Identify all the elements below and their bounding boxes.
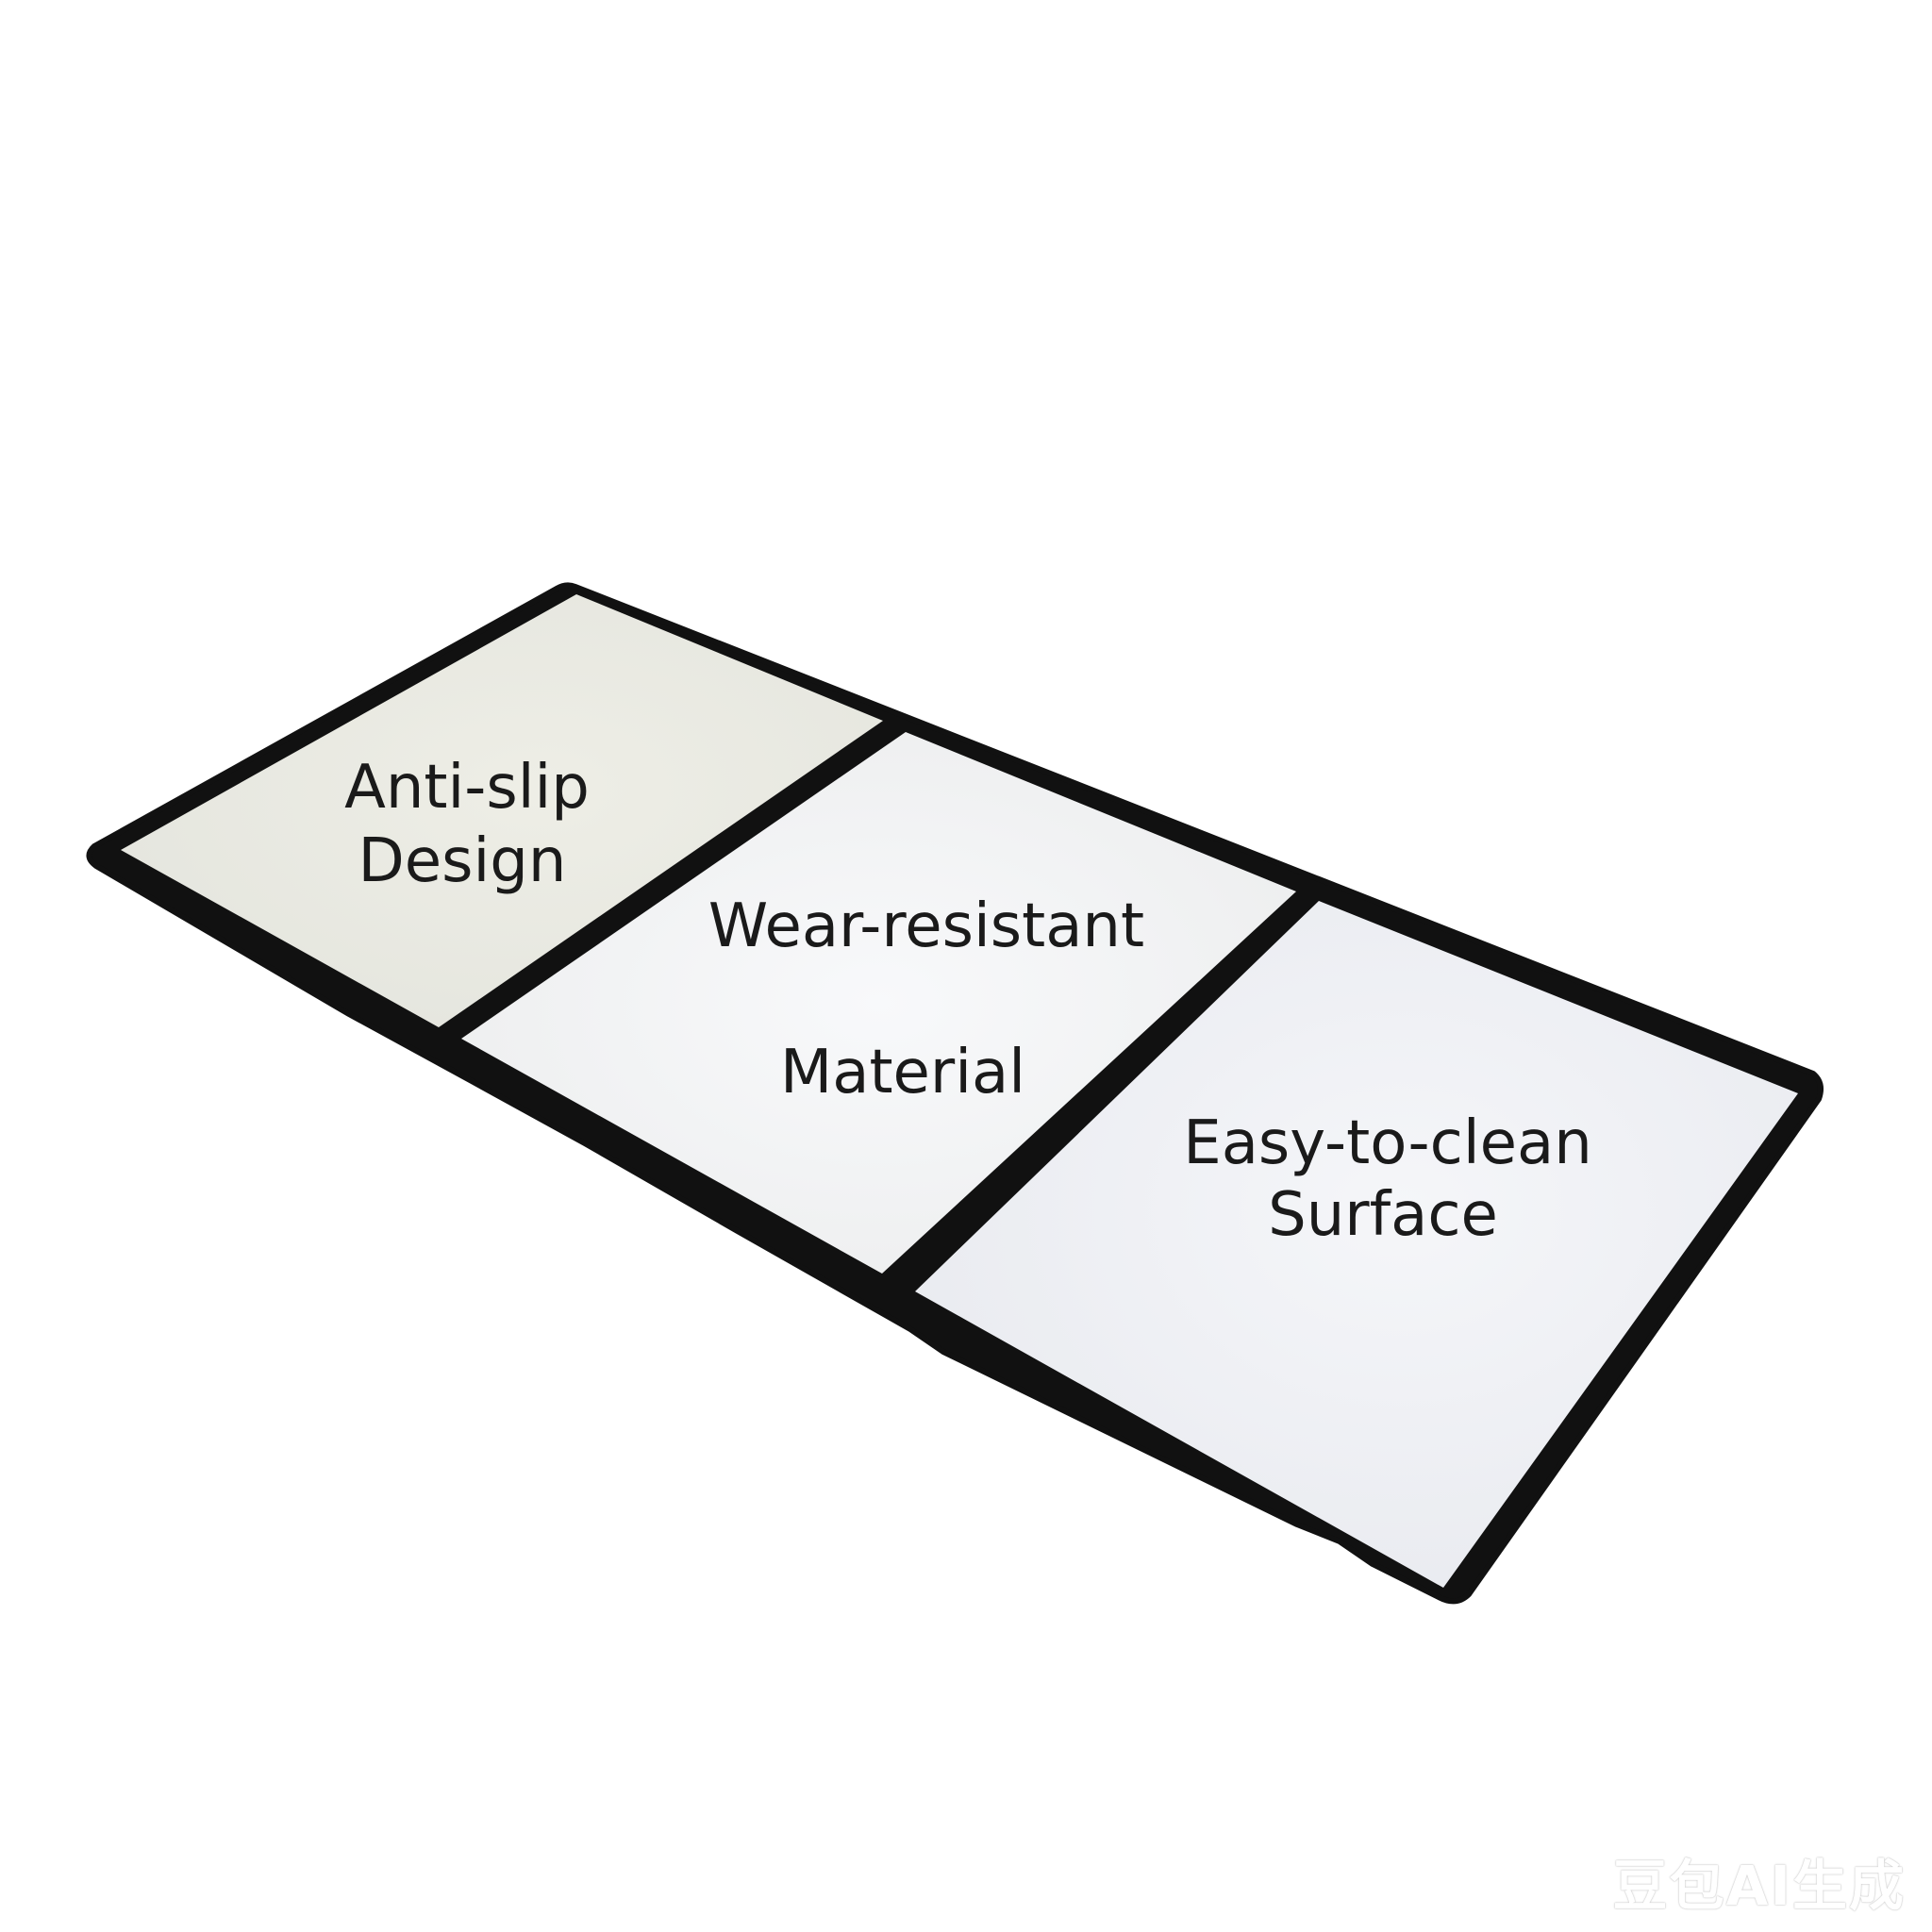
panel-wear-resistant [461,732,1296,1274]
watermark-text: 豆包AI生成 [1612,1854,1906,1918]
label-anti-slip-line1: Anti-slip [344,753,590,823]
label-anti-slip-line2: Design [358,826,567,896]
label-easy-clean-line1: Easy-to-clean [1183,1108,1592,1178]
label-easy-clean-line2: Surface [1268,1180,1498,1250]
label-wear-resistant-line1: Wear-resistant [708,891,1144,961]
panel-easy-clean [915,901,1798,1588]
panel-anti-slip [121,594,883,1027]
label-wear-resistant-line2: Material [780,1038,1025,1108]
